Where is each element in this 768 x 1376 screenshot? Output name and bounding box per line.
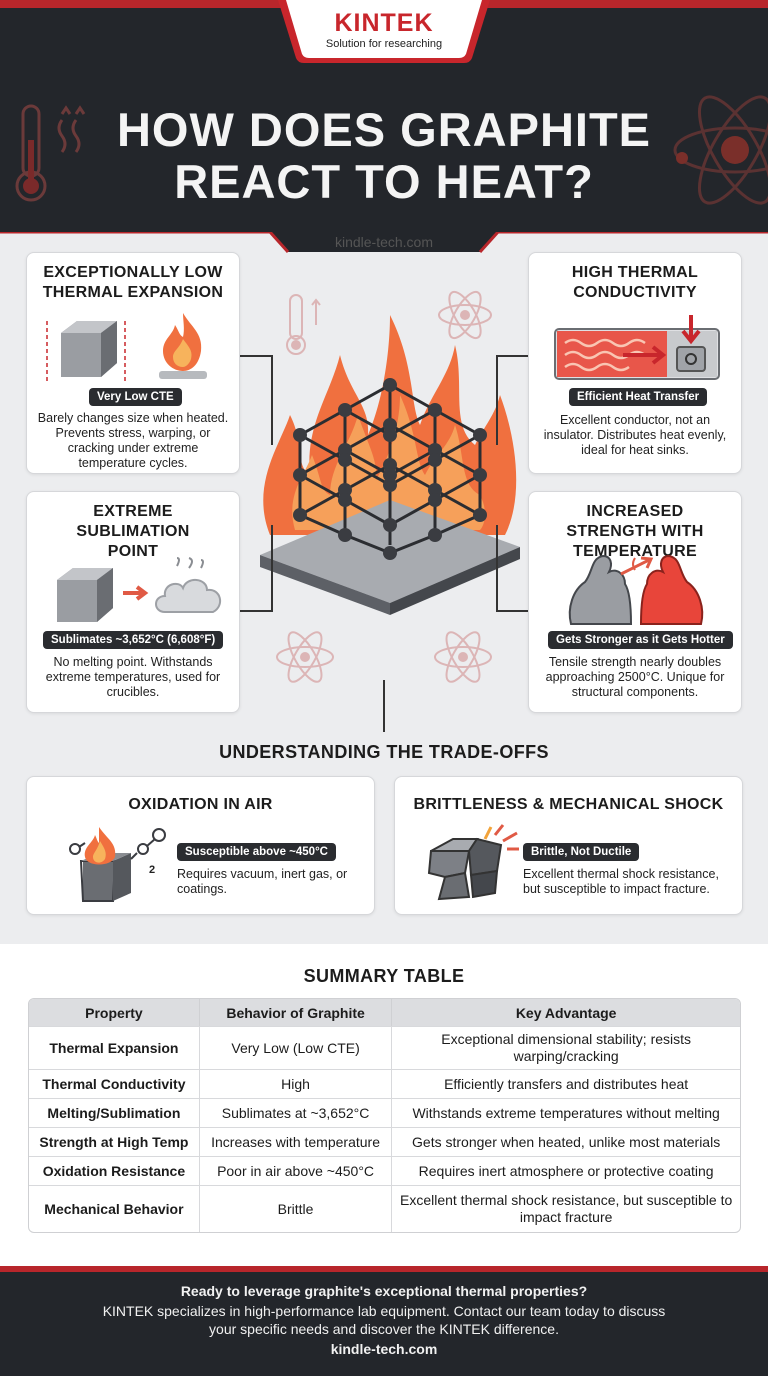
cracked-cube-icon <box>427 824 519 901</box>
footer: Ready to leverage graphite's exceptional… <box>0 1266 768 1376</box>
card-brittleness: BRITTLENESS & MECHANICAL SHOCK Brittle, … <box>394 776 743 915</box>
footer-headline: Ready to leverage graphite's exceptional… <box>180 1283 588 1299</box>
table-header-row: Property Behavior of Graphite Key Advant… <box>29 999 740 1026</box>
table-cell: Gets stronger when heated, unlike most m… <box>392 1127 740 1156</box>
atom-icon <box>276 631 334 683</box>
arrow-icon <box>123 585 149 601</box>
muscle-arm-icon <box>568 554 704 625</box>
heat-arrow-icon <box>554 315 720 380</box>
badge-efficient-heat-transfer: Efficient Heat Transfer <box>569 388 708 406</box>
card-thermal-conductivity: HIGH THERMAL CONDUCTIVITY Efficient Heat… <box>528 252 742 474</box>
connector-line <box>496 525 498 612</box>
footer-body-line: KINTEK specializes in high-performance l… <box>102 1303 666 1319</box>
table-cell: Melting/Sublimation <box>29 1098 200 1127</box>
oxygen-subscript: 2 <box>149 864 155 876</box>
column-header: Behavior of Graphite <box>199 999 393 1026</box>
card-description: Barely changes size when heated. Prevent… <box>37 411 229 470</box>
footer-url-link[interactable]: kindle-tech.com <box>330 1341 438 1357</box>
summary-table: Property Behavior of Graphite Key Advant… <box>28 998 741 1233</box>
summary-title: SUMMARY TABLE <box>303 966 465 986</box>
table-cell: Increases with temperature <box>199 1127 393 1156</box>
summary-section <box>0 944 768 1266</box>
molecule-icon: 2 <box>69 827 166 902</box>
table-cell: Excellent thermal shock resistance, but … <box>392 1185 740 1232</box>
card-strength-temperature: INCREASED STRENGTH WITH TEMPERATURE Gets… <box>528 491 742 713</box>
atom-icon <box>438 290 492 340</box>
header-notch <box>0 232 768 254</box>
graphite-lattice-illustration <box>260 290 520 615</box>
cloud-icon <box>155 557 222 613</box>
connector-line <box>240 355 272 357</box>
table-cell: Exceptional dimensional stability; resis… <box>392 1026 740 1069</box>
flame-icon <box>159 313 207 379</box>
table-cell: Mechanical Behavior <box>29 1185 200 1232</box>
table-row: Thermal Expansion Very Low (Low CTE) Exc… <box>29 1026 740 1069</box>
card-description: Excellent conductor, not an insulator. D… <box>543 413 727 457</box>
thermometer-icon <box>286 294 321 355</box>
tradeoffs-heading: UNDERSTANDING THE TRADE-OFFS <box>219 742 549 762</box>
cube-icon <box>57 568 113 622</box>
table-row: Oxidation Resistance Poor in air above ~… <box>29 1156 740 1185</box>
atom-icon <box>673 95 768 205</box>
badge-brittle-not-ductile: Brittle, Not Ductile <box>523 843 640 861</box>
cube-icon <box>46 321 126 383</box>
table-cell: Very Low (Low CTE) <box>199 1026 393 1069</box>
card-sublimation-point: EXTREME SUBLIMATION POINT Sublimates ~3,… <box>26 491 240 713</box>
table-cell: Thermal Conductivity <box>29 1069 200 1098</box>
badge-susceptible-450: Susceptible above ~450°C <box>177 843 336 861</box>
footer-accent-bar <box>0 1266 768 1272</box>
card-description: Excellent thermal shock resistance, but … <box>523 867 719 896</box>
brand-name: KINTEK <box>334 9 434 37</box>
table-cell: Withstands extreme temperatures without … <box>392 1098 740 1127</box>
atom-icon <box>434 631 492 683</box>
card-description: No melting point. Withstands extreme tem… <box>45 655 221 699</box>
card-oxidation: OXIDATION IN AIR 2 Susceptible above ~45… <box>26 776 375 915</box>
connector-line <box>271 525 273 612</box>
table-cell: Sublimates at ~3,652°C <box>199 1098 393 1127</box>
header-banner: KINTEK Solution for researching HOW DOES… <box>0 0 768 232</box>
connector-line <box>496 355 528 357</box>
card-title: EXCEPTIONALLY LOW THERMAL EXPANSION <box>42 264 224 301</box>
table-cell: Strength at High Temp <box>29 1127 200 1156</box>
table-row: Melting/Sublimation Sublimates at ~3,652… <box>29 1098 740 1127</box>
footer-body-line: your specific needs and discover the KIN… <box>209 1321 559 1337</box>
table-cell: Oxidation Resistance <box>29 1156 200 1185</box>
card-description: Requires vacuum, inert gas, or coatings. <box>177 867 348 896</box>
page-title: HOW DOES GRAPHITE REACT TO HEAT? <box>116 103 652 208</box>
brand-logo[interactable]: KINTEK Solution for researching <box>278 0 490 64</box>
connector-line <box>240 610 272 612</box>
card-title: BRITTLENESS & MECHANICAL SHOCK <box>413 796 724 813</box>
column-header: Key Advantage <box>392 999 740 1026</box>
brand-tagline: Solution for researching <box>325 38 443 50</box>
thermometer-icon <box>15 104 86 202</box>
badge-stronger-when-hotter: Gets Stronger as it Gets Hotter <box>548 631 733 649</box>
card-title: EXTREME SUBLIMATION POINT <box>76 503 190 560</box>
connector-line <box>383 680 385 732</box>
table-row: Thermal Conductivity High Efficiently tr… <box>29 1069 740 1098</box>
table-cell: Thermal Expansion <box>29 1026 200 1069</box>
column-header: Property <box>29 999 200 1026</box>
card-thermal-expansion: EXCEPTIONALLY LOW THERMAL EXPANSION Very… <box>26 252 240 474</box>
table-cell: Requires inert atmosphere or protective … <box>392 1156 740 1185</box>
card-title: OXIDATION IN AIR <box>128 796 273 813</box>
site-url[interactable]: kindle-tech.com <box>334 234 434 250</box>
connector-line <box>271 355 273 445</box>
table-row: Strength at High Temp Increases with tem… <box>29 1127 740 1156</box>
table-cell: High <box>199 1069 393 1098</box>
table-row: Mechanical Behavior Brittle Excellent th… <box>29 1185 740 1232</box>
badge-very-low-cte: Very Low CTE <box>89 388 182 406</box>
connector-line <box>496 610 528 612</box>
connector-line <box>496 355 498 445</box>
card-description: Tensile strength nearly doubles approach… <box>545 655 725 699</box>
card-title: HIGH THERMAL CONDUCTIVITY <box>571 264 699 301</box>
table-cell: Poor in air above ~450°C <box>199 1156 393 1185</box>
badge-sublimation-temp: Sublimates ~3,652°C (6,608°F) <box>43 631 224 649</box>
table-cell: Brittle <box>199 1185 393 1232</box>
table-cell: Efficiently transfers and distributes he… <box>392 1069 740 1098</box>
